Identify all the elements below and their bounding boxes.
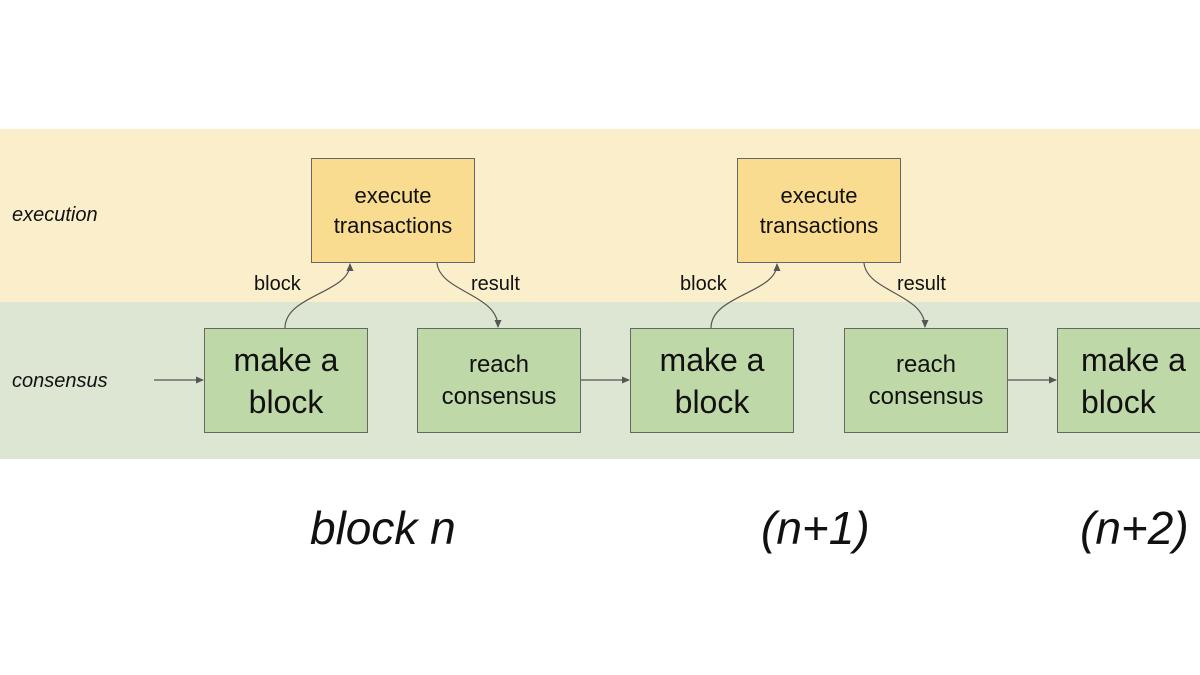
block-n-caption: block n [310, 502, 456, 554]
make-block-box-1: make a block [204, 328, 368, 433]
result-edge-label-2: result [897, 273, 946, 295]
block-n-plus-1-caption: (n+1) [761, 502, 870, 554]
execute-transactions-box-2: execute transactions [737, 158, 901, 263]
consensus-lane-label: consensus [12, 370, 108, 392]
make-block-box-2: make a block [630, 328, 794, 433]
reach-consensus-box-1: reach consensus [417, 328, 581, 433]
result-edge-label-1: result [471, 273, 520, 295]
make-block-box-3: make a block [1057, 328, 1200, 433]
block-n-plus-2-caption: (n+2) [1080, 502, 1189, 554]
execute-transactions-box-1: execute transactions [311, 158, 475, 263]
block-edge-label-1: block [254, 273, 301, 295]
execution-lane [0, 129, 1200, 302]
consensus-lane [0, 302, 1200, 459]
reach-consensus-box-2: reach consensus [844, 328, 1008, 433]
block-edge-label-2: block [680, 273, 727, 295]
execution-lane-label: execution [12, 204, 98, 226]
